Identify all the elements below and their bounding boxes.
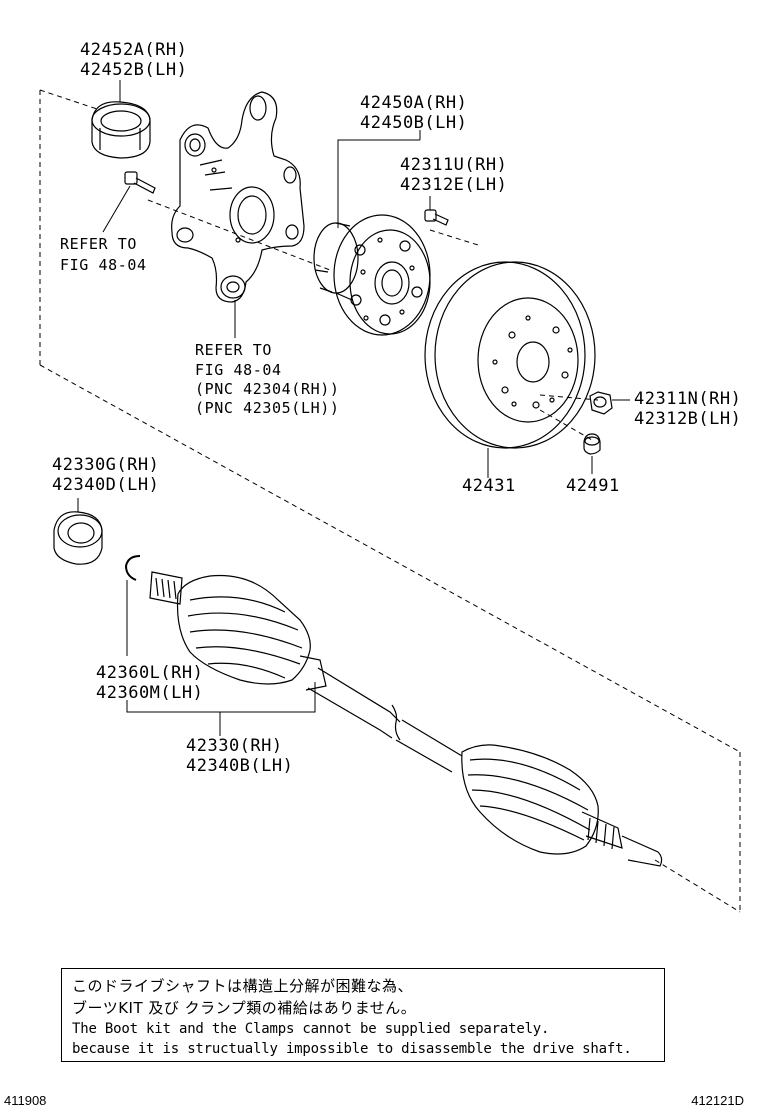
- leader-lines: [77, 80, 630, 736]
- knuckle-bolt: [124, 171, 156, 194]
- rear-axle-bearing: [91, 101, 151, 159]
- note-en-line2: because it is structually impossible to …: [72, 1041, 632, 1057]
- part-label-42312e-lh: 42312E(LH): [400, 175, 508, 195]
- part-label-42450-lh: 42450B(LH): [360, 113, 468, 133]
- part-label-42330-rh: 42330(RH): [186, 736, 283, 756]
- part-label-42431: 42431: [462, 476, 516, 496]
- refer-note-1-line1: REFER TO: [60, 235, 138, 253]
- steering-knuckle: [171, 91, 305, 303]
- footer-right-code: 412121D: [691, 1093, 744, 1108]
- snap-ring: [124, 555, 141, 581]
- hub-bolt: [424, 209, 449, 226]
- brake-disc: [424, 261, 596, 449]
- assembly-outline-dashed: [39, 89, 741, 913]
- hub-bearing-assembly: [313, 214, 431, 336]
- refer-note-2-line1: REFER TO: [195, 341, 273, 359]
- part-label-42312b-lh: 42312B(LH): [634, 409, 742, 429]
- part-label-42330g-rh: 42330G(RH): [52, 455, 160, 475]
- part-label-42311u-rh: 42311U(RH): [400, 155, 508, 175]
- hub-nut: [589, 391, 613, 415]
- part-label-42311n-rh: 42311N(RH): [634, 389, 742, 409]
- refer-note-2-line4: (PNC 42305(LH)): [195, 399, 340, 417]
- disc-screw-cap: [583, 433, 601, 455]
- part-label-42340b-lh: 42340B(LH): [186, 756, 294, 776]
- part-label-42452-lh: 42452B(LH): [80, 60, 188, 80]
- part-label-42491: 42491: [566, 476, 620, 496]
- part-label-42340d-lh: 42340D(LH): [52, 475, 160, 495]
- part-label-42360m-lh: 42360M(LH): [96, 683, 204, 703]
- footer-left-code: 411908: [4, 1093, 47, 1108]
- part-label-42450-rh: 42450A(RH): [360, 93, 468, 113]
- refer-note-2-line2: FIG 48-04: [195, 361, 282, 379]
- supply-note-box: このドライブシャフトは構造上分解が困難な為、 ブーツKIT 及び クランプ類の補…: [61, 968, 665, 1062]
- part-label-42452-rh: 42452A(RH): [80, 40, 188, 60]
- oil-seal: [53, 511, 103, 565]
- note-jp-line1: このドライブシャフトは構造上分解が困難な為、: [72, 977, 414, 995]
- note-en-line1: The Boot kit and the Clamps cannot be su…: [72, 1021, 550, 1037]
- part-label-42360l-rh: 42360L(RH): [96, 663, 204, 683]
- drive-shaft-assembly: [149, 571, 663, 867]
- note-jp-line2: ブーツKIT 及び クランプ類の補給はありません。: [72, 999, 417, 1017]
- refer-note-2-line3: (PNC 42304(RH)): [195, 380, 340, 398]
- refer-note-1-line2: FIG 48-04: [60, 256, 147, 274]
